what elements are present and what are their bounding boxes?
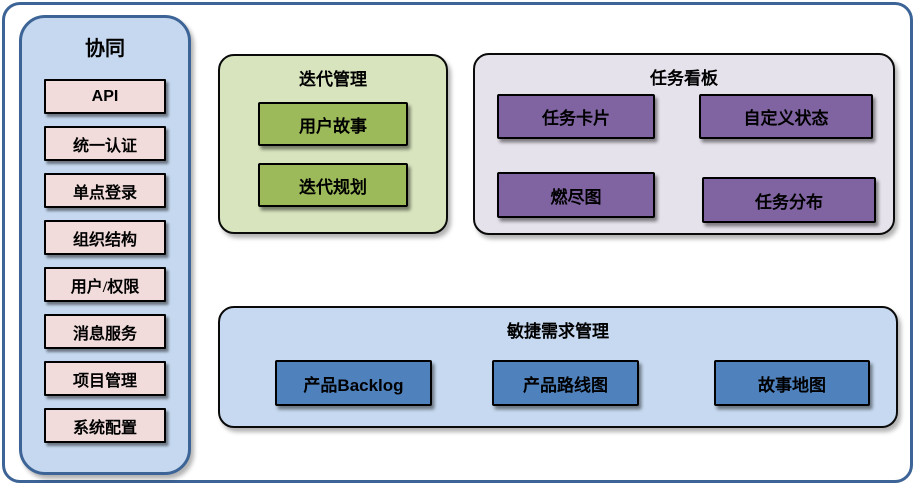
iteration-management-title: 迭代管理 <box>299 70 367 89</box>
sidebar-item-system-config: 系统配置 <box>44 408 166 443</box>
sidebar-item-message-service: 消息服务 <box>44 314 166 349</box>
node-story-map: 故事地图 <box>714 360 870 406</box>
node-task-distribution: 任务分布 <box>702 177 876 223</box>
agile-requirements-panel: 敏捷需求管理 产品Backlog 产品路线图 故事地图 <box>218 306 898 428</box>
collaboration-panel: 协同 API 统一认证 单点登录 组织结构 用户/权限 消息服务 项目管理 系统… <box>19 15 191 475</box>
node-product-roadmap: 产品路线图 <box>492 360 639 406</box>
sidebar-item-org-structure: 组织结构 <box>44 220 166 255</box>
sidebar-item-user-permissions: 用户/权限 <box>44 267 166 302</box>
node-product-backlog: 产品Backlog <box>275 360 432 406</box>
node-custom-status: 自定义状态 <box>699 94 873 139</box>
task-kanban-panel: 任务看板 任务卡片 自定义状态 燃尽图 任务分布 <box>473 53 895 235</box>
iteration-node-list: 用户故事 迭代规划 <box>220 102 446 207</box>
sidebar-item-api: API <box>44 79 166 114</box>
iteration-management-panel: 迭代管理 用户故事 迭代规划 <box>218 54 448 234</box>
task-kanban-title: 任务看板 <box>650 69 718 88</box>
diagram-outer-frame: 协同 API 统一认证 单点登录 组织结构 用户/权限 消息服务 项目管理 系统… <box>2 2 913 483</box>
collaboration-panel-title: 协同 <box>85 38 125 60</box>
node-task-card: 任务卡片 <box>497 94 655 139</box>
agile-requirements-title: 敏捷需求管理 <box>507 322 609 341</box>
node-iteration-planning: 迭代规划 <box>258 163 408 207</box>
sidebar-item-project-management: 项目管理 <box>44 361 166 396</box>
node-burndown-chart: 燃尽图 <box>497 172 655 218</box>
sidebar-item-unified-auth: 统一认证 <box>44 126 166 161</box>
node-user-story: 用户故事 <box>258 102 408 146</box>
collaboration-item-list: API 统一认证 单点登录 组织结构 用户/权限 消息服务 项目管理 系统配置 <box>22 79 188 443</box>
sidebar-item-sso: 单点登录 <box>44 173 166 208</box>
